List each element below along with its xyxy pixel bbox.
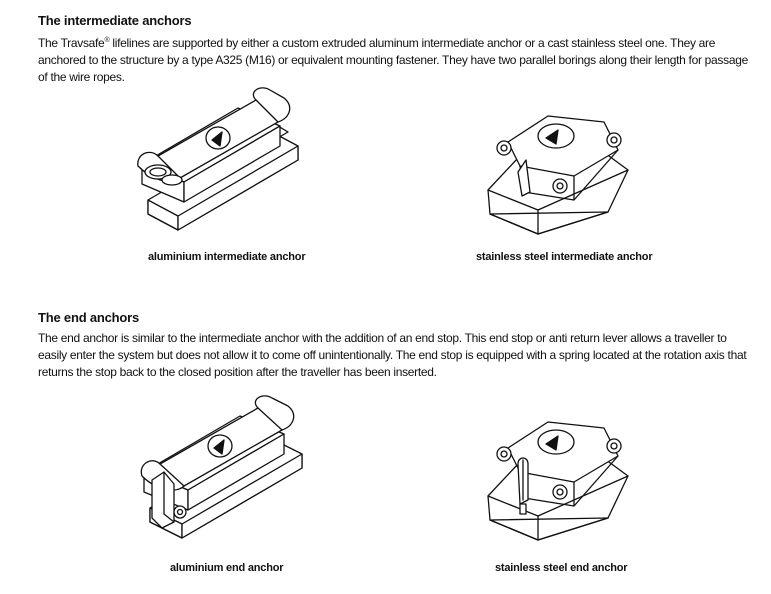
intermediate-text-start: The Travsafe [38,36,105,50]
stainless-steel-intermediate-anchor-drawing [478,92,648,242]
registered-mark: ® [104,37,110,44]
aluminium-intermediate-anchor-drawing [128,80,313,245]
stainless-steel-intermediate-anchor-caption: stainless steel intermediate anchor [476,251,653,263]
aluminium-end-anchor-drawing [130,392,315,554]
stainless-steel-end-anchor-drawing [478,400,648,548]
end-anchors-paragraph: The end anchor is similar to the interme… [38,331,747,379]
aluminium-end-anchor-caption: aluminium end anchor [170,562,284,574]
intermediate-anchors-paragraph: The Travsafe® lifelines are supported by… [38,35,758,86]
aluminium-intermediate-anchor-caption: aluminium intermediate anchor [148,251,306,263]
end-anchors-heading: The end anchors [38,310,140,325]
intermediate-text-rest: lifelines are supported by either a cust… [38,36,748,84]
stainless-steel-end-anchor-caption: stainless steel end anchor [495,562,628,574]
intermediate-anchors-heading: The intermediate anchors [38,13,192,28]
